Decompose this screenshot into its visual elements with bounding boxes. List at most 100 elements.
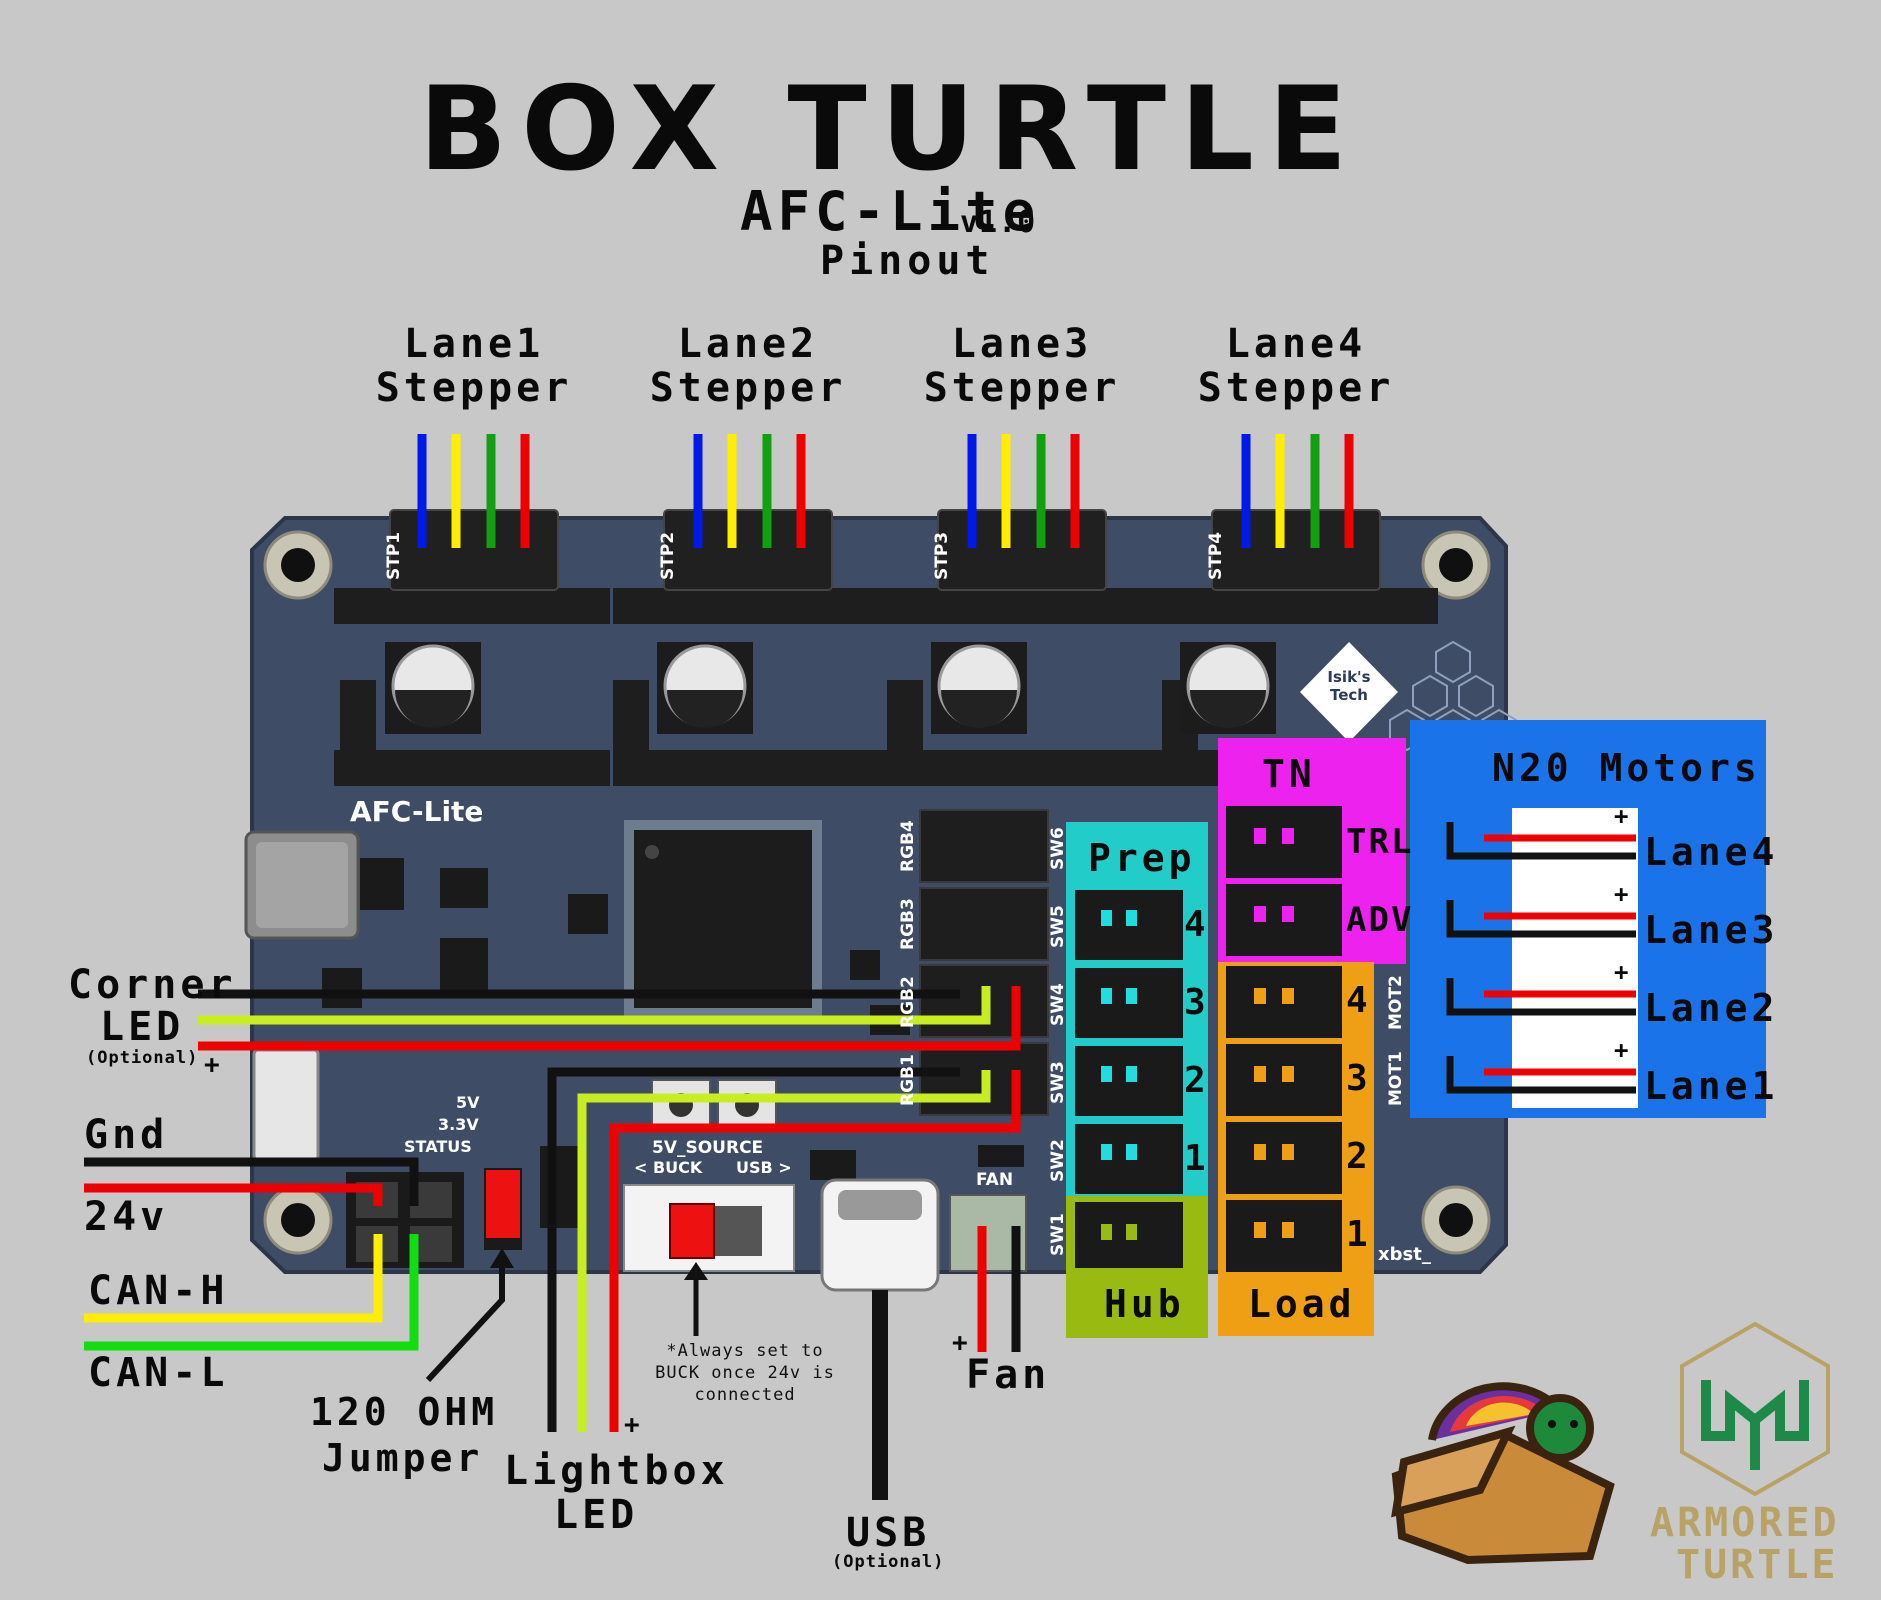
5v-led-label: 5V — [456, 1093, 480, 1112]
tn-title: TN — [1262, 752, 1316, 796]
left-wires — [84, 986, 1021, 1500]
corner-led-label-2: LED — [100, 1004, 185, 1050]
capacitor — [931, 642, 1027, 734]
mot1-label: MOT1 — [1386, 1051, 1406, 1106]
mounting-hole — [1421, 530, 1491, 600]
can-l-label: CAN-L — [88, 1350, 229, 1396]
n20-lane3-label: Lane3 — [1644, 908, 1779, 952]
sw4-label: SW4 — [1048, 983, 1068, 1026]
corner-board-text: xbst_ — [1378, 1244, 1431, 1265]
tn-trl-label: TRL — [1346, 822, 1414, 862]
sw6-label: SW6 — [1048, 827, 1068, 870]
can-h-label: CAN-H — [88, 1268, 229, 1314]
fan-plus: + — [952, 1328, 972, 1358]
prep-4-label: 4 — [1184, 904, 1210, 945]
isiks-tech-text: Isik's Tech — [1327, 668, 1371, 704]
sw5-label: SW5 — [1048, 905, 1068, 948]
sw3-label: SW3 — [1048, 1061, 1068, 1104]
load-2-label: 2 — [1346, 1136, 1372, 1177]
rgb2-label: RGB2 — [898, 976, 918, 1028]
mot2-label: MOT2 — [1386, 975, 1406, 1030]
prep-2-label: 2 — [1184, 1060, 1210, 1101]
buck-label: < BUCK — [634, 1158, 703, 1177]
gnd-label: Gnd — [84, 1112, 169, 1158]
n20-lane1-label: Lane1 — [1644, 1064, 1779, 1108]
tn-connectors — [1226, 806, 1342, 956]
board-subtitle: AFC-Lite — [740, 180, 1041, 243]
3v3-led-label: 3.3V — [438, 1115, 479, 1134]
fuse — [252, 1048, 320, 1162]
prep-title: Prep — [1088, 836, 1196, 880]
jumper-label: Jumper — [322, 1436, 484, 1480]
load-1-label: 1 — [1346, 1214, 1372, 1255]
rgb1-label: RGB1 — [898, 1054, 918, 1106]
prep-3-label: 3 — [1184, 982, 1210, 1023]
usb-optional-label: (Optional) — [832, 1552, 945, 1572]
5v-source-label: 5V_SOURCE — [652, 1138, 764, 1158]
capacitor — [385, 642, 481, 734]
stp3-label: STP3 — [932, 531, 952, 580]
n20-plus-2: + — [1614, 958, 1633, 986]
mounting-hole — [1421, 1185, 1491, 1255]
box-turtle-mascot — [1391, 1382, 1615, 1565]
brand-line2: TURTLE — [1676, 1542, 1839, 1588]
120-ohm-jumper — [484, 1168, 522, 1250]
hub-connector — [1075, 1202, 1183, 1268]
inductor — [244, 830, 360, 940]
mounting-hole — [263, 530, 333, 600]
status-led-label: STATUS — [404, 1137, 472, 1156]
fan-board-label: FAN — [976, 1170, 1014, 1190]
prep-connectors — [1075, 890, 1183, 1194]
stp2-label: STP2 — [658, 531, 678, 580]
n20-lane2-label: Lane2 — [1644, 986, 1779, 1030]
page-title: BOX TURTLE — [418, 62, 1362, 197]
load-3-label: 3 — [1346, 1058, 1372, 1099]
corner-led-plus: + — [204, 1050, 224, 1080]
sw1-label: SW1 — [1048, 1213, 1068, 1256]
usb-board-label: USB > — [736, 1158, 792, 1177]
mounting-hole — [263, 1185, 333, 1255]
prep-1-label: 1 — [1184, 1138, 1210, 1179]
n20-plus-1: + — [1614, 1036, 1633, 1064]
lightbox-label: Lightbox — [504, 1448, 729, 1494]
stp4-label: STP4 — [1206, 531, 1226, 580]
armored-turtle-logo — [1680, 1321, 1830, 1497]
lightbox-led-label: LED — [554, 1492, 639, 1538]
n20-wires — [1446, 822, 1636, 1094]
pinout-label: Pinout — [820, 238, 995, 284]
hub-title: Hub — [1104, 1282, 1185, 1326]
n20-plus-3: + — [1614, 880, 1633, 908]
stepper-wires — [417, 434, 1354, 548]
brand-line1: ARMORED — [1650, 1500, 1840, 1546]
fan-label: Fan — [966, 1352, 1051, 1398]
n20-title: N20 Motors — [1492, 746, 1761, 790]
board-name: AFC-Lite — [350, 795, 484, 828]
stp1-label: STP1 — [384, 531, 404, 580]
5v-source-switch — [623, 1184, 795, 1272]
n20-lane4-label: Lane4 — [1644, 830, 1779, 874]
load-title: Load — [1248, 1282, 1356, 1326]
n20-plus-4: + — [1614, 802, 1633, 830]
rgb4-label: RGB4 — [898, 820, 918, 872]
isiks-tech-logo — [1300, 642, 1398, 742]
load-4-label: 4 — [1346, 980, 1372, 1021]
lightbox-plus: + — [624, 1410, 644, 1440]
rgb3-label: RGB3 — [898, 898, 918, 950]
load-connectors — [1226, 966, 1342, 1272]
usb-c-port — [820, 1178, 940, 1292]
120-ohm-label: 120 OHM — [310, 1390, 499, 1434]
corner-led-label-1: Corner — [68, 962, 237, 1008]
version-label: v1.0 — [960, 205, 1037, 240]
24v-label: 24v — [84, 1194, 169, 1240]
corner-led-optional: (Optional) — [86, 1048, 199, 1068]
sw2-label: SW2 — [1048, 1139, 1068, 1182]
tn-adv-label: ADV — [1346, 900, 1414, 940]
capacitor — [1180, 642, 1276, 734]
usb-label: USB — [846, 1510, 931, 1556]
